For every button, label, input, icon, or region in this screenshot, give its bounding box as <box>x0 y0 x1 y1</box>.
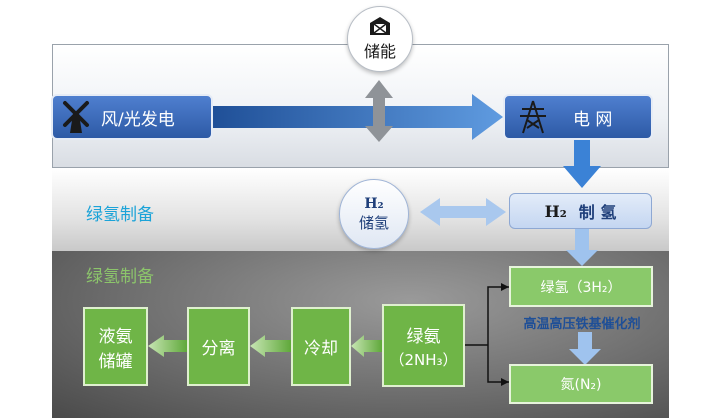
h2-storage-label: 储氢 <box>358 213 389 232</box>
h2-production-label: 制 氢 <box>578 203 617 222</box>
bracket-line <box>487 286 509 383</box>
catalyst-label: 高温高压铁基催化剂 <box>523 317 641 332</box>
wind-solar-label: 风/光发电 <box>101 109 175 130</box>
arrow-separation-to-tank <box>148 335 187 357</box>
nitrogen-label: 氮(N₂) <box>560 377 602 393</box>
green-ammonia-line1: 绿氨 <box>406 326 441 347</box>
bracket-arrowhead-bottom <box>501 378 509 386</box>
h2-storage-node: H₂ 储氢 <box>339 179 409 249</box>
storage-label: 储能 <box>363 42 396 61</box>
bracket-arrowhead-top <box>501 283 509 291</box>
arrow-h2-storage-bidirectional <box>420 198 506 226</box>
nitrogen-node: 氮(N₂) <box>509 364 653 404</box>
green-h2-node: 绿氢（3H₂） <box>509 266 653 307</box>
windmill-icon <box>63 101 89 133</box>
grid-node: 电 网 <box>503 94 653 140</box>
h2-production-node: H₂ 制 氢 <box>509 193 652 229</box>
arrow-ammonia-to-cooling <box>351 335 382 357</box>
separation-label: 分离 <box>201 339 236 359</box>
mid-section-title: 绿氢制备 <box>86 205 154 225</box>
cooling-label: 冷却 <box>304 339 338 359</box>
arrow-storage-bidirectional <box>365 80 393 142</box>
arrow-greenh2-to-n2 <box>569 332 601 365</box>
storage-node: 储能 <box>347 6 413 72</box>
power-tower-icon <box>520 100 546 134</box>
green-h2-label: 绿氢（3H₂） <box>540 279 622 296</box>
arrow-grid-to-h2 <box>563 139 601 188</box>
ammonia-tank-node: 液氨 储罐 <box>83 307 148 386</box>
arrow-h2-to-greenh2 <box>566 229 598 266</box>
grid-label: 电 网 <box>573 109 613 130</box>
wind-solar-node: 风/光发电 <box>51 94 213 140</box>
separation-node: 分离 <box>187 307 250 386</box>
barn-icon <box>370 17 390 35</box>
green-ammonia-node: 绿氨 （2NH₃） <box>382 304 465 387</box>
tank-line2: 储罐 <box>98 351 133 372</box>
green-ammonia-line2: （2NH₃） <box>389 350 458 369</box>
arrow-cooling-to-separation <box>250 335 291 357</box>
h2-production-formula: H₂ <box>544 201 567 221</box>
arrow-wind-to-grid <box>210 94 503 140</box>
cooling-node: 冷却 <box>291 307 351 386</box>
tank-line1: 液氨 <box>98 326 133 347</box>
h2-storage-formula: H₂ <box>364 195 384 212</box>
bottom-section-title: 绿氢制备 <box>86 267 154 287</box>
